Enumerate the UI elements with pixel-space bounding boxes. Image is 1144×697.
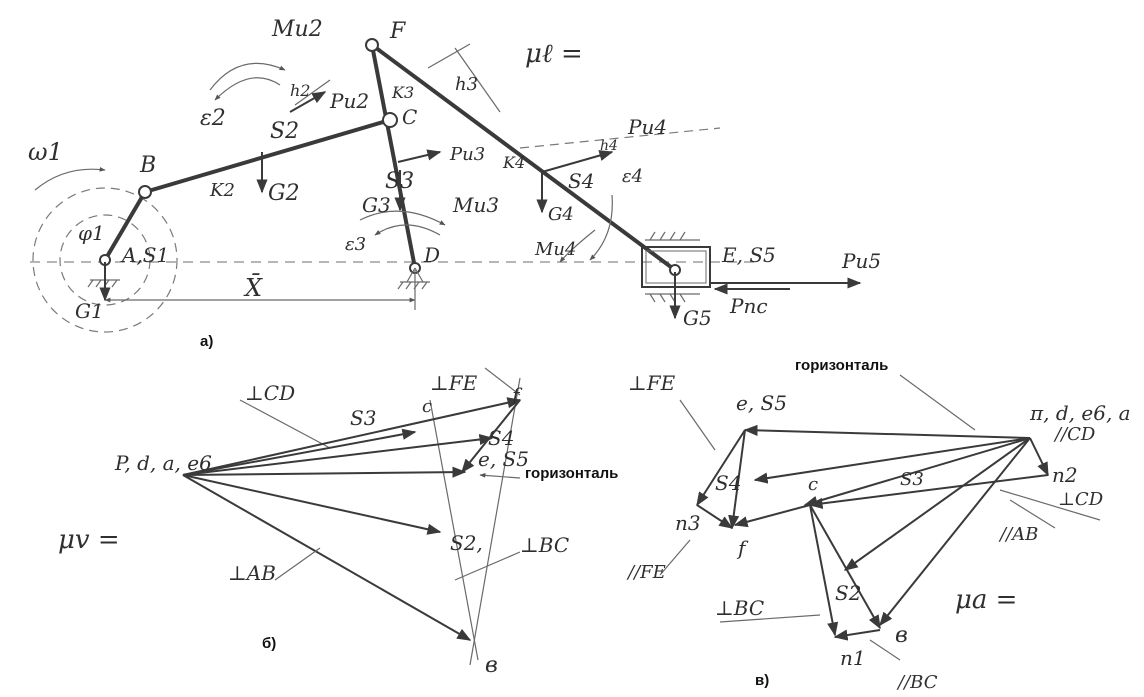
caption-c: в) [755,672,769,689]
label-e-S5-b: e, S5 [478,447,529,471]
label-horizontal-c: горизонталь [795,357,888,374]
label-omega1: ω1 [28,138,63,166]
label-eps2: ε2 [200,106,226,131]
label-G4: G4 [548,204,574,225]
label-f-b: f [510,383,523,407]
panel-a-mechanism: Mu2 ε2 h2 Pu2 F K3 C h3 μℓ = Pu3 S3 G3 M… [28,17,881,350]
label-K2: K2 [209,180,235,201]
label-S4-b: S4 [488,426,514,450]
label-pole-b: P, d, a, e6 [114,451,212,475]
label-h4: h4 [600,138,618,154]
label-perpFE-c: ⊥FE [628,371,676,395]
label-b-c: в [895,623,908,648]
label-pole-c: π, d, e6, a [1029,401,1131,425]
label-ppc: Pпс [729,294,768,318]
label-e-S5-c: e, S5 [736,391,787,415]
label-mu-v: μv = [58,525,120,555]
label-S2-b: S2, [450,531,483,555]
panel-c-acceleration-plan: горизонталь ⊥FE e, S5 π, d, e6, a //CD n… [626,357,1131,693]
label-X: X̄ [243,274,263,302]
label-perpFE-b: ⊥FE [430,371,478,395]
label-G1: G1 [75,299,104,323]
label-G2: G2 [268,181,300,206]
label-G5: G5 [683,306,712,330]
label-c-b: c [422,396,432,417]
label-c-c: c [808,474,818,495]
panel-b-velocity-plan: P, d, a, e6 ⊥FE ⊥CD S3 c f S4 e, S5 гори… [58,367,618,678]
label-parFE-c: //FE [626,562,666,583]
label-E-S5: E, S5 [721,243,776,267]
label-parCD-c: //CD [1053,424,1096,445]
label-perpAB-b: ⊥AB [228,561,276,585]
label-S3-c: S3 [900,469,924,490]
label-pu3: Pu3 [449,144,485,165]
label-b-b: в [485,653,498,678]
label-S3: S3 [385,169,414,194]
label-perpBC-c: ⊥BC [715,596,764,620]
caption-a: а) [200,333,213,350]
label-horizontal-b: горизонталь [525,465,618,482]
label-mu-l: μℓ = [525,39,583,69]
label-S2: S2 [270,119,299,144]
label-parAB-c: //AB [998,524,1038,545]
label-perpCD-c: ⊥CD [1058,489,1104,510]
label-G3: G3 [362,193,391,217]
label-pu2: Pu2 [329,89,369,113]
label-perpBC-b: ⊥BC [520,533,569,557]
label-n2-c: n2 [1052,463,1078,487]
label-D: D [423,243,440,267]
label-F: F [389,19,406,44]
label-S2-c: S2 [835,581,861,605]
label-perpCD-b: ⊥CD [245,381,295,405]
label-K3: K3 [391,83,414,102]
label-C: C [402,105,417,129]
label-n1-c: n1 [840,646,866,670]
label-B: B [139,153,156,178]
label-mu2: Mu2 [271,17,323,42]
label-mu-a: μa = [955,585,1017,615]
label-f-c: f [736,536,749,560]
label-A-S1: A,S1 [120,243,169,267]
label-S4: S4 [568,169,594,193]
label-pu4: Pu4 [627,115,667,139]
label-eps4: ε4 [622,166,643,187]
caption-b: б) [262,635,276,652]
label-eps3: ε3 [345,234,366,255]
label-S3-b: S3 [350,406,376,430]
label-n3-c: n3 [675,511,701,535]
label-parBC-c: //BC [896,672,938,693]
label-phi1: φ1 [78,221,105,245]
label-S4-c: S4 [715,471,741,495]
label-K4: K4 [502,153,525,172]
label-mu3: Mu3 [452,193,499,217]
label-pu5: Pu5 [841,249,881,273]
label-mu4: Mu4 [534,239,576,260]
label-h3: h3 [455,74,478,95]
label-h2: h2 [290,81,310,100]
